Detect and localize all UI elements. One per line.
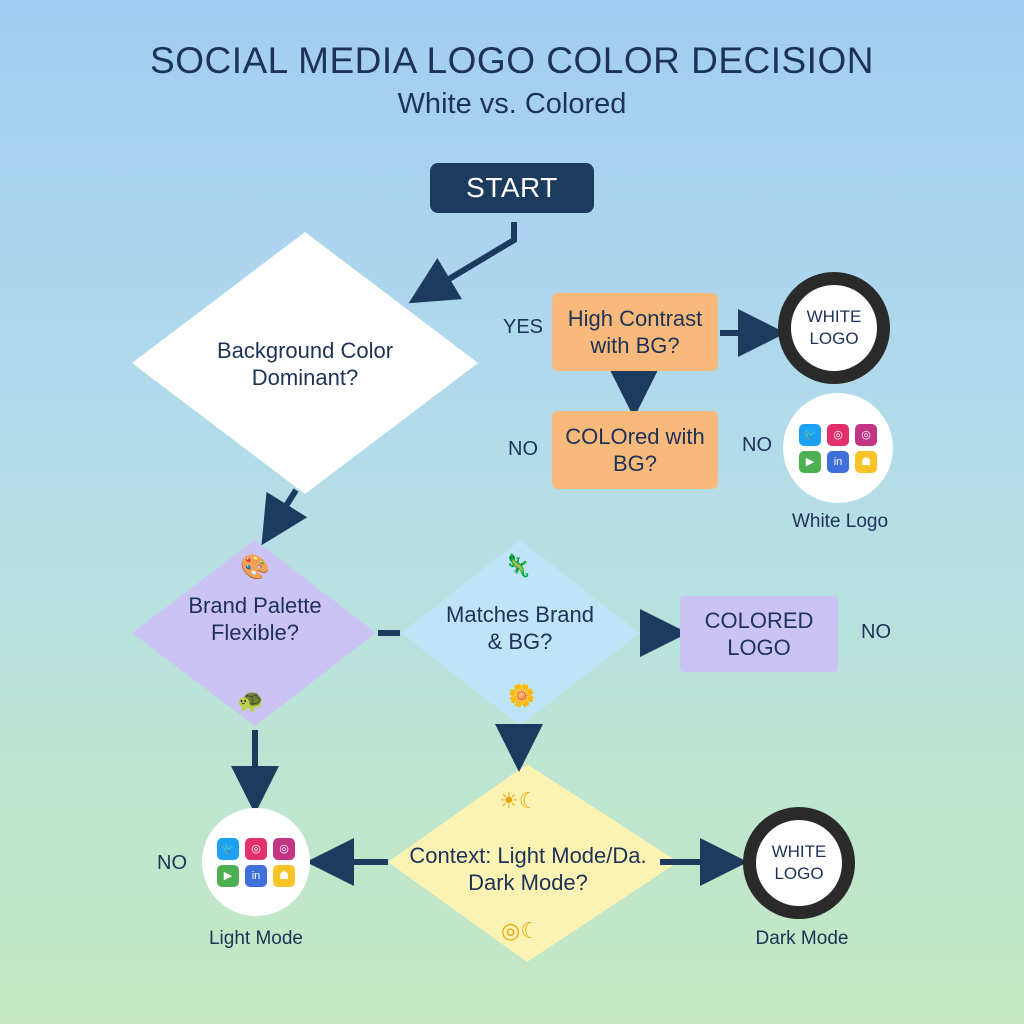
node-colored-logo-label: COLORED LOGO xyxy=(704,608,814,660)
light-mode-caption: Light Mode xyxy=(208,928,303,949)
white-logo-ring-bottom: WHITE LOGO xyxy=(743,807,855,919)
dark-mode-caption: Dark Mode xyxy=(755,928,849,949)
linkedin-icon: in xyxy=(245,864,267,887)
edge-label-no-colored-logo: NO xyxy=(861,621,891,643)
white-logo-bottom-label: WHITE LOGO xyxy=(771,842,827,883)
palette-icon: 🎨 xyxy=(240,554,270,581)
node-matches-brand-label: Matches Brand & BG? xyxy=(446,602,594,654)
diamond-bg-dominant xyxy=(132,232,478,494)
arrow-start-to-bg xyxy=(408,222,517,304)
arrow-bg-to-brand xyxy=(261,488,308,546)
diamond-brand-palette xyxy=(132,540,376,726)
white-logo-ring-top: WHITE LOGO xyxy=(778,272,890,384)
chameleon-icon: 🦎 xyxy=(504,553,532,578)
linkedin-icon: in xyxy=(827,450,849,473)
edge-label-yes: YES xyxy=(503,316,544,338)
start-node: START xyxy=(430,163,594,213)
twitter-icon: 🐦 xyxy=(799,423,821,446)
twitter-icon: 🐦 xyxy=(217,837,239,860)
node-colored-logo: COLORED LOGO xyxy=(680,596,838,672)
node-high-contrast: High Contrast with BG? xyxy=(552,293,718,371)
snapchat-icon: ☗ xyxy=(273,864,295,887)
diamond-matches-brand xyxy=(401,540,640,726)
instagram-alt-icon: ◎ xyxy=(855,423,877,446)
edge-label-no-white-logo: NO xyxy=(742,434,772,456)
node-brand-palette-label: Brand Palette Flexible? xyxy=(188,593,322,645)
edge-label-no-light-mode: NO xyxy=(157,852,187,874)
node-bg-dominant-label: Background Color Dominant? xyxy=(216,338,394,390)
youtube-icon: ▶ xyxy=(799,450,821,473)
youtube-icon: ▶ xyxy=(217,864,239,887)
instagram-icon: ◎ xyxy=(827,423,849,446)
flower-icon: 🌼 xyxy=(508,683,536,708)
edge-label-no-colored-bg: NO xyxy=(508,438,538,460)
instagram-icon: ◎ xyxy=(245,837,267,860)
social-icons-circle-bottom: 🐦 ◎ ◎ ▶ in ☗ xyxy=(202,808,310,916)
page-subtitle: White vs. Colored xyxy=(397,88,627,120)
page-title: SOCIAL MEDIA LOGO COLOR DECISION xyxy=(150,40,874,81)
node-high-contrast-label: High Contrast with BG? xyxy=(567,306,703,358)
diamond-context xyxy=(388,764,678,962)
node-context-label: Context: Light Mode/Da. Dark Mode? xyxy=(409,843,647,895)
node-colored-bg-label: COLOred with BG? xyxy=(565,424,705,476)
node-colored-bg: COLOred with BG? xyxy=(552,411,718,489)
sun-moon-icon: ☀☾ xyxy=(499,788,539,813)
snapchat-icon: ☗ xyxy=(855,450,877,473)
moon-icon: ◎☾ xyxy=(501,918,540,943)
white-logo-top-label: WHITE LOGO xyxy=(806,307,862,348)
turtle-icon: 🐢 xyxy=(237,688,265,713)
social-icons-circle-top: 🐦 ◎ ◎ ▶ in ☗ xyxy=(783,393,893,503)
instagram-alt-icon: ◎ xyxy=(273,837,295,860)
white-logo-caption: White Logo xyxy=(791,511,889,532)
